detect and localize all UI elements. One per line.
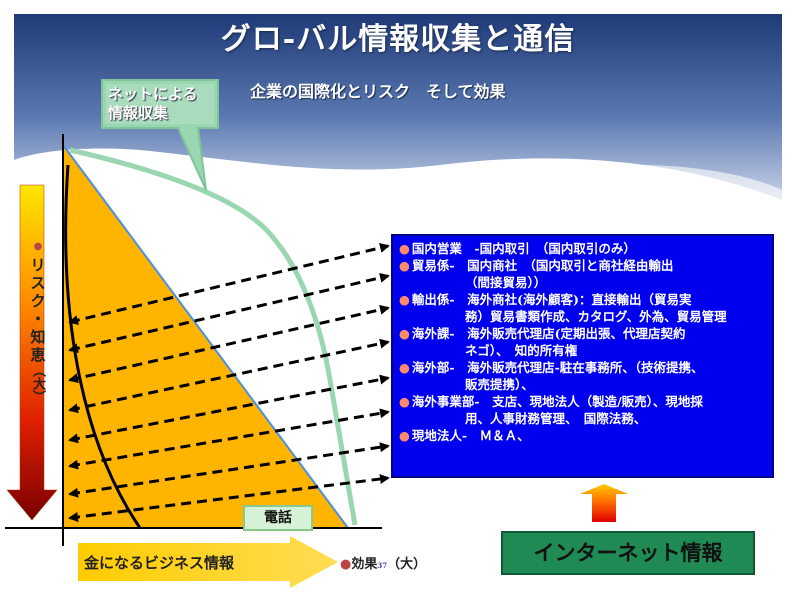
effect-label: ●効果37（大）	[340, 553, 426, 572]
callout-line-2: 情報収集	[108, 104, 169, 122]
list-item: ●国内営業 -国内取引 （国内取引のみ）	[399, 240, 766, 257]
item-text: 国内営業 -国内取引 （国内取引のみ）	[411, 241, 636, 256]
vlabel-char: 恵	[30, 346, 46, 364]
risk-knowledge-label: ● リ ス ク ・ 知 恵 （大）	[28, 238, 48, 403]
item-text: 海外事業部- 支店、現地法人（製造/販売）、現地採	[411, 394, 703, 409]
money-arrow	[78, 536, 338, 588]
item-text: 貿易係- 国内商社 （国内取引と商社経由輸出	[411, 258, 674, 273]
item-continuation: 販売提携）、	[465, 377, 534, 392]
bullet-icon: ●	[399, 326, 410, 341]
bullet-icon: ●	[399, 428, 410, 443]
item-text: 海外部- 海外販売代理店-駐在事務所、（技術提携、	[411, 360, 704, 375]
list-item: ●現地法人- Ｍ＆Ａ、	[399, 427, 766, 444]
vlabel-char: ・	[30, 310, 46, 328]
vlabel-char: リ	[30, 256, 46, 274]
effect-text: 効果	[351, 557, 378, 572]
vlabel-char: ク	[30, 292, 46, 310]
organization-info-box: ●国内営業 -国内取引 （国内取引のみ） ●貿易係- 国内商社 （国内取引と商社…	[391, 234, 774, 478]
header-wave	[14, 14, 782, 200]
up-arrow	[580, 484, 628, 522]
item-text: 海外課- 海外販売代理店(定期出張、代理店契約	[411, 326, 686, 341]
header-wave-highlight	[14, 154, 782, 210]
internet-info-box: インターネット情報	[501, 531, 755, 575]
money-business-info-label: 金になるビジネス情報	[84, 554, 235, 572]
callout-line-1: ネットによる	[108, 85, 198, 103]
risk-arrow	[6, 184, 58, 521]
effect-suffix: （大）	[387, 557, 427, 572]
bullet-icon: ●	[399, 360, 410, 375]
list-item: ●海外部- 海外販売代理店-駐在事務所、（技術提携、販売提携）、	[399, 359, 766, 393]
effect-small-number: 37	[377, 561, 388, 570]
bullet-icon: ●	[399, 241, 410, 256]
effect-bullet-icon: ●	[340, 557, 352, 572]
vlabel-bullet: ●	[33, 241, 43, 252]
list-item: ●海外事業部- 支店、現地法人（製造/販売）、現地採用、人事財務管理、 国際法務…	[399, 393, 766, 427]
item-text: 輸出係- 海外商社(海外顧客)：直接輸出（貿易実	[411, 292, 692, 307]
slide-subtitle: 企業の国際化とリスク そして効果	[250, 82, 506, 101]
vlabel-char: 知	[30, 328, 46, 346]
phone-label: 電話	[243, 505, 313, 531]
dashed-arrow-8	[68, 474, 390, 522]
bullet-icon: ●	[399, 258, 410, 273]
vlabel-char: （大）	[30, 364, 45, 403]
bullet-icon: ●	[399, 292, 410, 307]
item-continuation: （間接貿易））	[465, 275, 547, 290]
list-item: ●海外課- 海外販売代理店(定期出張、代理店契約ネゴ）、 知的所有権	[399, 325, 766, 359]
item-continuation: ネゴ）、 知的所有権	[465, 343, 578, 358]
list-item: ●輸出係- 海外商社(海外顧客)：直接輸出（貿易実務）貿易書類作成、カタログ、外…	[399, 291, 766, 325]
item-text: 現地法人- Ｍ＆Ａ、	[411, 428, 530, 443]
callout-inner	[106, 84, 214, 124]
callout-label: ネットによる 情報収集	[108, 85, 198, 123]
vlabel-char: ス	[30, 274, 46, 292]
item-continuation: 用、人事財務管理、 国際法務、	[465, 411, 647, 426]
bullet-icon: ●	[399, 394, 410, 409]
item-continuation: 務）貿易書類作成、カタログ、外為、貿易管理	[465, 309, 727, 324]
slide-title: グロ-バル情報収集と通信	[220, 22, 576, 57]
dashed-arrows	[68, 242, 390, 522]
list-item: ●貿易係- 国内商社 （国内取引と商社経由輸出 （間接貿易））	[399, 257, 766, 291]
